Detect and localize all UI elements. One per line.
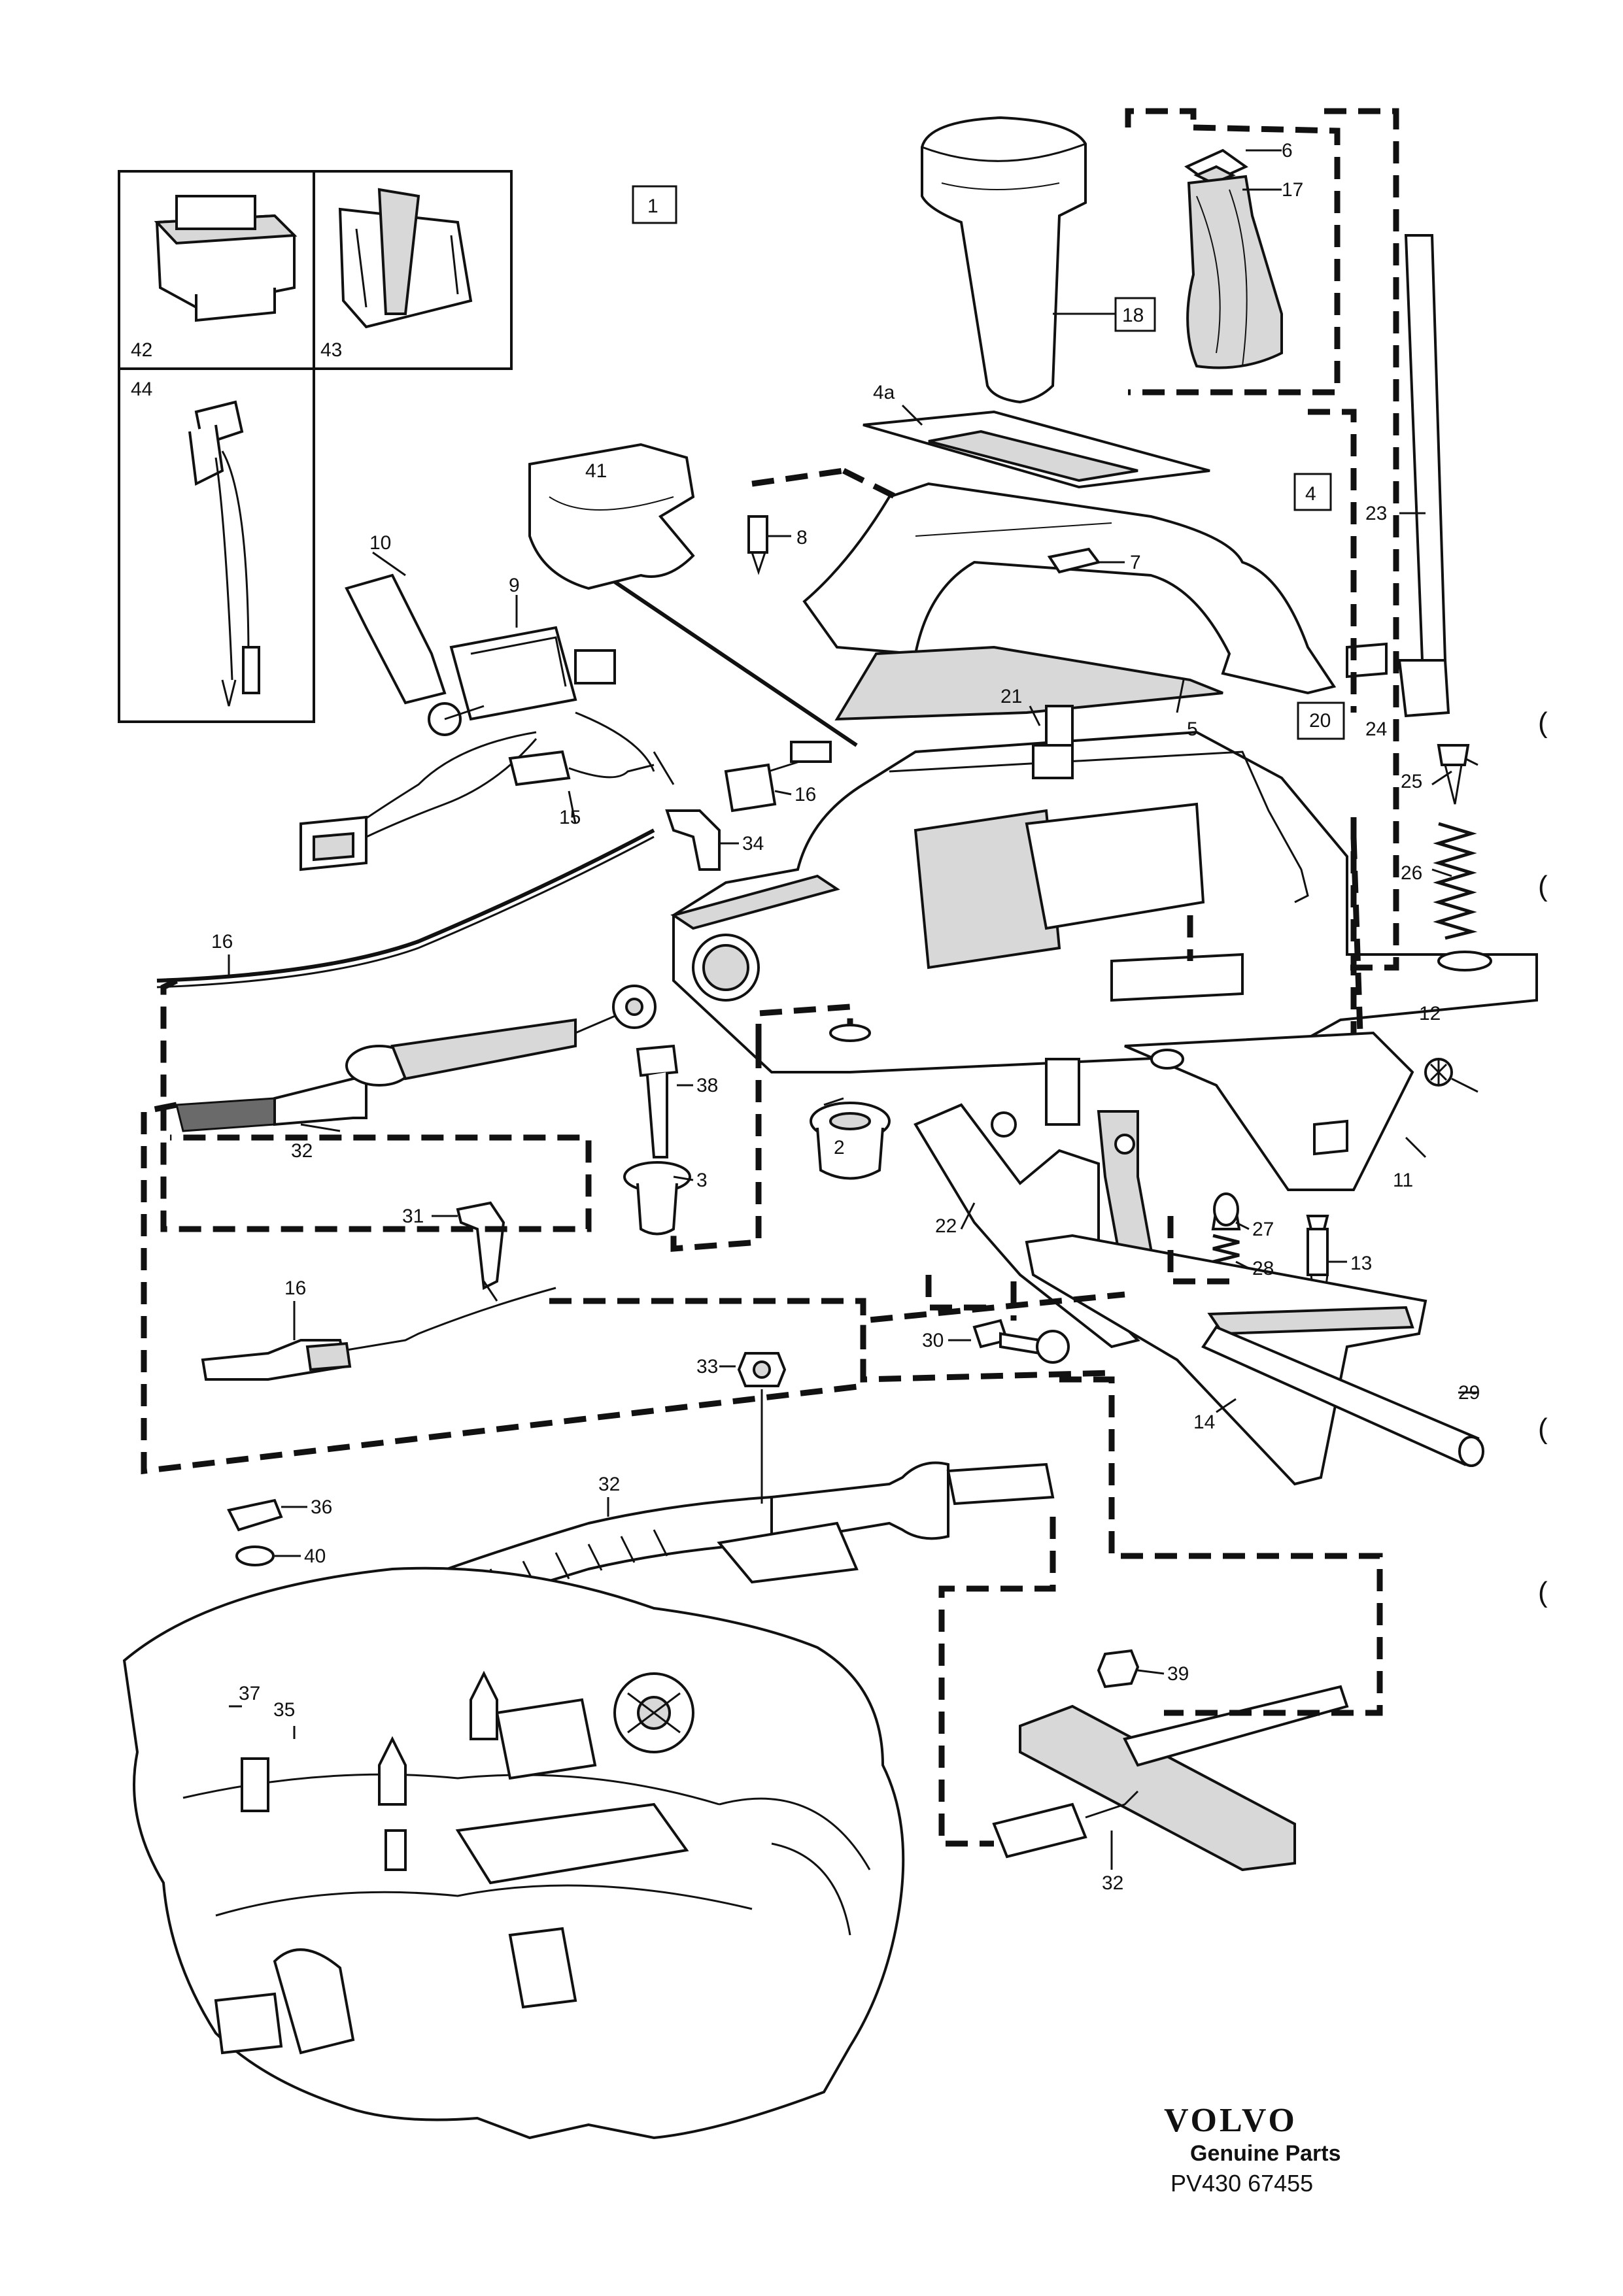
label-11: 11: [1393, 1170, 1413, 1191]
margin-mark-4: (: [1538, 1576, 1548, 1608]
label-32-lower: 32: [598, 1474, 620, 1495]
shift-cable-upper: [175, 985, 657, 1132]
top-plate: [863, 410, 1210, 489]
clip-34: [665, 809, 721, 871]
block-24: [1346, 642, 1388, 679]
shift-base-14: [1025, 1234, 1427, 1486]
label-41: 41: [585, 460, 607, 482]
label-9: 9: [509, 575, 520, 596]
label-3: 3: [696, 1170, 708, 1191]
label-32-lever: 32: [1102, 1872, 1123, 1894]
clip-25: [1437, 744, 1470, 805]
label-14: 14: [1193, 1411, 1215, 1433]
label-1: 1: [647, 195, 658, 217]
label-43: 43: [320, 339, 342, 361]
margin-marks: ( ( ( (: [1538, 707, 1548, 1608]
label-5: 5: [1187, 718, 1198, 740]
inset-panel: [118, 170, 513, 723]
label-22: 22: [935, 1215, 957, 1237]
label-36: 36: [311, 1496, 332, 1518]
clip-13: [1306, 1215, 1329, 1302]
label-31: 31: [402, 1206, 424, 1227]
label-10: 10: [369, 532, 391, 554]
label-27: 27: [1252, 1219, 1274, 1240]
transmission-case: [122, 1566, 905, 2140]
label-16-connector: 16: [284, 1277, 306, 1299]
bushing-3: [623, 1161, 691, 1236]
bolt-30: [972, 1319, 1070, 1364]
dashed-assembly-outlines: [141, 108, 1399, 1847]
bolt-38: [636, 1044, 679, 1158]
label-6: 6: [1282, 140, 1293, 161]
label-13: 13: [1350, 1253, 1372, 1274]
label-16-switch: 16: [794, 784, 816, 805]
label-33: 33: [696, 1356, 718, 1377]
label-2: 2: [834, 1137, 845, 1158]
label-30: 30: [922, 1330, 944, 1351]
margin-mark-3: (: [1538, 1413, 1548, 1445]
label-34: 34: [742, 833, 764, 854]
label-44: 44: [131, 379, 152, 400]
label-4a: 4a: [873, 382, 895, 403]
label-7: 7: [1130, 552, 1141, 573]
sensor-44-drawing: [188, 400, 260, 707]
grommet-2: [810, 1102, 891, 1180]
lower-lever: [992, 1685, 1349, 1872]
label-38: 38: [696, 1075, 718, 1096]
label-28: 28: [1252, 1258, 1274, 1279]
cable-16-lower: [201, 1287, 556, 1381]
volvo-logo: VOLVO: [1164, 2102, 1297, 2139]
lever-arm-11: [1124, 1031, 1414, 1191]
shifter-housing: [670, 705, 1538, 1073]
callout-labels: 1 2 3 4 4a 5 6 7 8 9 10 11 12 13 14 15 1…: [131, 140, 1480, 1894]
washer-12: [1424, 1058, 1453, 1087]
label-8: 8: [796, 527, 808, 549]
gear-boot: [1184, 148, 1283, 369]
label-42: 42: [131, 339, 152, 361]
label-29: 29: [1458, 1382, 1480, 1404]
brand-subtitle: Genuine Parts: [1190, 2141, 1341, 2166]
label-40: 40: [304, 1545, 326, 1567]
bracket-31: [456, 1201, 505, 1302]
gear-knob: [921, 116, 1087, 404]
label-32-upper: 32: [291, 1140, 313, 1162]
label-37: 37: [239, 1683, 260, 1704]
label-4: 4: [1305, 483, 1316, 505]
label-16-cable: 16: [211, 931, 233, 953]
selector-rod: [1397, 234, 1450, 718]
console-cover: [802, 482, 1337, 721]
label-35: 35: [273, 1699, 295, 1721]
drawing-code: PV430 67455: [1170, 2170, 1313, 2197]
label-39: 39: [1167, 1663, 1189, 1685]
nut-39: [1097, 1649, 1140, 1689]
plunger-27: [1211, 1192, 1241, 1230]
washer-40: [235, 1545, 275, 1566]
switch-16: [724, 763, 777, 813]
label-26: 26: [1401, 862, 1422, 884]
label-24: 24: [1365, 718, 1387, 740]
relay-42-drawing: [154, 195, 298, 322]
wiring-harness: [299, 711, 675, 871]
pin-8: [747, 515, 768, 575]
label-18: 18: [1122, 305, 1144, 326]
bracket-41: [528, 443, 695, 590]
nut-33: [737, 1352, 787, 1387]
leader-lines: [228, 404, 1478, 1870]
label-25: 25: [1401, 771, 1422, 792]
label-21: 21: [1000, 686, 1022, 707]
brand-block: VOLVO Genuine Parts PV430 67455: [1164, 2102, 1341, 2197]
clip-36: [227, 1498, 283, 1532]
label-17: 17: [1282, 179, 1303, 201]
label-15: 15: [559, 807, 581, 828]
relay-43-drawing: [338, 188, 473, 329]
label-12: 12: [1419, 1003, 1441, 1024]
label-23: 23: [1365, 503, 1387, 524]
label-20: 20: [1309, 710, 1331, 732]
spring-26: [1433, 822, 1478, 940]
rod-29: [1201, 1325, 1484, 1467]
margin-mark-1: (: [1538, 707, 1548, 739]
solenoid: [345, 573, 616, 736]
margin-mark-2: (: [1538, 870, 1548, 902]
